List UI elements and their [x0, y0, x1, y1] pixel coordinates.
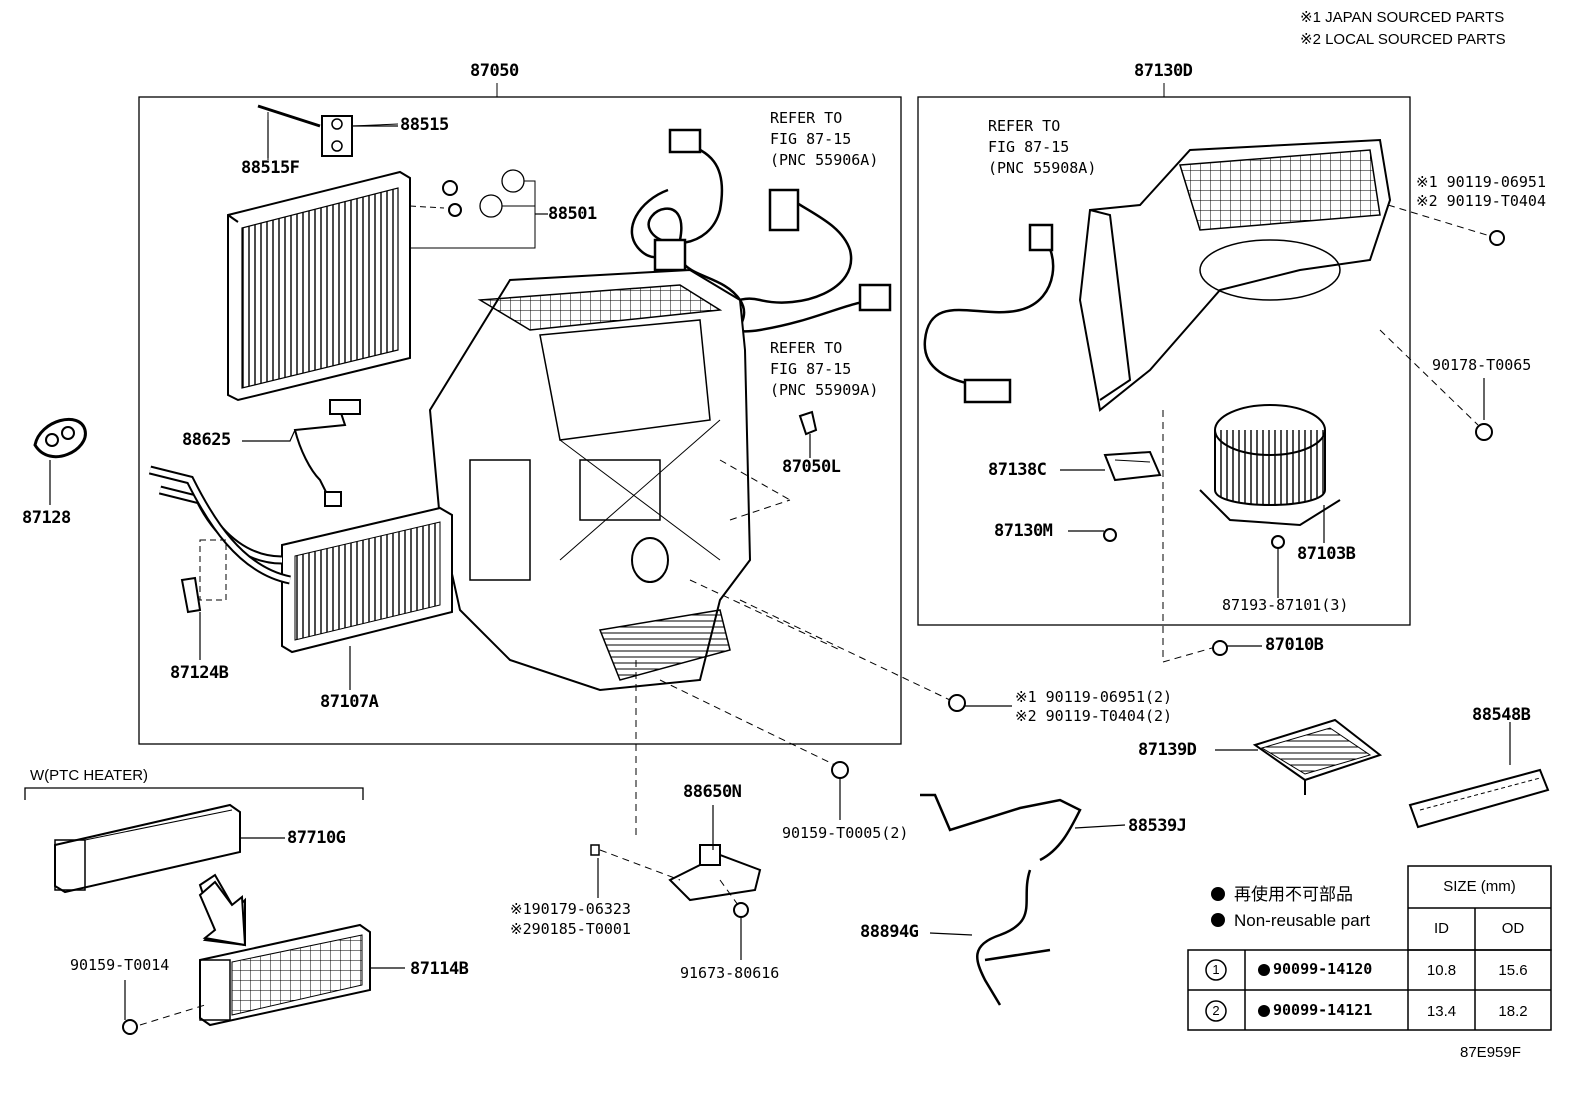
blower-motor-drawing: [1199, 404, 1341, 527]
part-label[interactable]: 90159-T0005(2): [782, 824, 909, 842]
diagram-code: 87E959F: [1460, 1044, 1521, 1061]
note-local-sourced: ※2 LOCAL SOURCED PARTS: [1300, 31, 1506, 48]
size-row-od: 15.6: [1498, 962, 1528, 979]
part-label[interactable]: 88650N: [683, 782, 742, 802]
blower-housing-drawing: [1078, 138, 1392, 412]
size-row-ref: 1: [1212, 962, 1220, 977]
part-label[interactable]: 87130M: [994, 521, 1053, 541]
size-header: SIZE (mm): [1443, 878, 1516, 895]
part-label[interactable]: 87124B: [170, 663, 229, 683]
reference-note: REFER TO FIG 87-15 (PNC 55906A): [770, 109, 879, 169]
part-label[interactable]: 87050L: [782, 457, 841, 477]
part-label[interactable]: ※1 90119-06951(2): [1015, 688, 1173, 706]
reference-note: REFER TO FIG 87-15 (PNC 55909A): [770, 339, 879, 399]
part-label[interactable]: 88501: [548, 204, 597, 224]
part-label[interactable]: 88894G: [860, 922, 919, 942]
group-label-ptc-heater: W(PTC HEATER): [30, 767, 149, 784]
part-label[interactable]: ※1 90119-06951: [1416, 173, 1546, 191]
part-label[interactable]: ※2 90119-T0404(2): [1015, 707, 1173, 725]
arrow-icon: [198, 880, 247, 947]
air-filter-drawing: [1252, 718, 1383, 795]
part-label[interactable]: ※190179-06323: [510, 900, 631, 918]
legend-non-reusable-en: Non-reusable part: [1234, 911, 1371, 930]
part-label[interactable]: ※290185-T0001: [510, 920, 631, 938]
expansion-valve-drawing: [257, 104, 399, 160]
size-table-grid: [1187, 865, 1552, 1031]
part-label[interactable]: 87103B: [1297, 544, 1356, 564]
part-label[interactable]: 90159-T0014: [70, 956, 170, 974]
part-label[interactable]: 88548B: [1472, 705, 1531, 725]
grommet-drawing: [33, 417, 87, 459]
bracket-drawing: [668, 844, 762, 902]
part-label[interactable]: 87010B: [1265, 635, 1324, 655]
part-label[interactable]: 87114B: [410, 959, 469, 979]
heater-unit-frame: [138, 96, 902, 745]
leader-lines: [49, 120, 1511, 1020]
bullet-icon: [1211, 913, 1225, 927]
size-table: SIZE (mm) ID OD 1 90099-14120 10.8 15.6 …: [1188, 866, 1551, 1030]
part-label[interactable]: 87139D: [1138, 740, 1197, 760]
size-col-id: ID: [1434, 920, 1449, 937]
part-label[interactable]: 88515: [400, 115, 449, 135]
part-label[interactable]: 90178-T0065: [1432, 356, 1532, 374]
reference-note: REFER TO FIG 87-15 (PNC 55908A): [988, 117, 1097, 177]
harness-drawing: [630, 128, 892, 354]
resistor-drawing: [1103, 450, 1162, 482]
clamp-drawing: [180, 539, 227, 614]
drain-hose-drawing: [920, 793, 1082, 1006]
part-label[interactable]: 87107A: [320, 692, 379, 712]
heater-housing-drawing: [428, 268, 752, 692]
part-label[interactable]: 87193-87101(3): [1222, 596, 1349, 614]
part-label[interactable]: 87128: [22, 508, 71, 528]
part-label[interactable]: ※2 90119-T0404: [1416, 192, 1546, 210]
screw-87050L-drawing: [798, 410, 818, 436]
size-row-id: 10.8: [1426, 962, 1457, 979]
note-japan-sourced: ※1 JAPAN SOURCED PARTS: [1300, 9, 1505, 26]
part-label[interactable]: 88539J: [1128, 816, 1187, 836]
part-label[interactable]: 88625: [182, 430, 231, 450]
size-row-part[interactable]: 90099-14120: [1273, 960, 1373, 978]
part-label[interactable]: 87138C: [988, 460, 1047, 480]
size-col-od: OD: [1501, 920, 1525, 937]
screw-drawings: [122, 230, 1505, 1035]
ptc-heater-bracket: [24, 787, 364, 800]
legend-non-reusable-jp: 再使用不可部品: [1234, 885, 1353, 904]
blower-harness-drawing: [923, 223, 1055, 404]
size-row-part[interactable]: 90099-14121: [1273, 1001, 1373, 1019]
part-label[interactable]: 87710G: [287, 828, 346, 848]
size-row-ref: 2: [1212, 1003, 1220, 1018]
dashed-lines: [139, 204, 1491, 1026]
group-label-blower-unit: 87130D: [1134, 61, 1193, 81]
clip-drawing: [590, 844, 600, 856]
part-label[interactable]: 91673-80616: [680, 964, 780, 982]
bullet-icon: [1258, 1005, 1270, 1017]
bullet-icon: [1211, 887, 1225, 901]
part-label[interactable]: 88515F: [241, 158, 300, 178]
evaporator-drawing: [227, 170, 411, 402]
size-row-od: 18.2: [1498, 1003, 1528, 1020]
o-ring-drawing: [409, 169, 548, 249]
heater-core-drawing: [148, 465, 453, 654]
size-row-id: 13.4: [1426, 1003, 1457, 1020]
bullet-icon: [1258, 964, 1270, 976]
filter-cover-drawing: [1408, 768, 1550, 829]
group-label-heater-unit: 87050: [470, 61, 519, 81]
sensor-drawing: [293, 399, 361, 507]
